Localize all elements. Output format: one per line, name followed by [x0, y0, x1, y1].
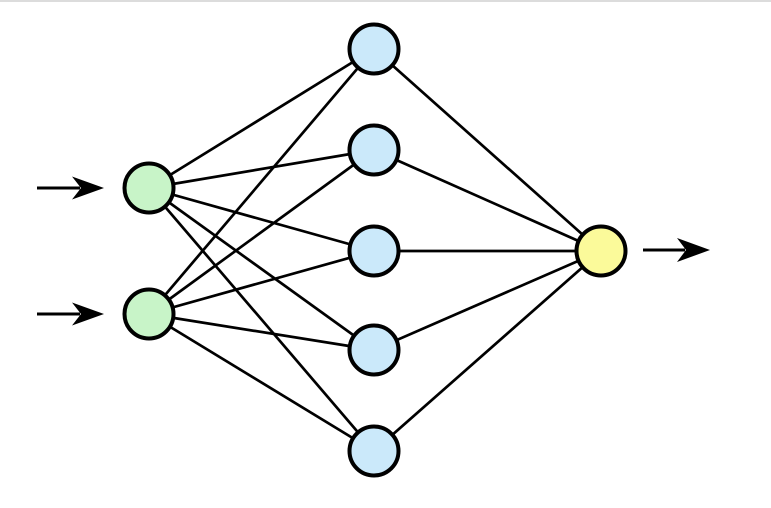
edge-hidden2-output1: [373, 148, 602, 253]
hidden-node-5: [347, 424, 401, 478]
edge-input2-hidden2: [148, 148, 375, 316]
hidden-node-1: [347, 22, 401, 76]
edge-hidden5-output1: [373, 249, 602, 453]
edge-input1-hidden2: [148, 148, 375, 190]
edge-input2-hidden1: [147, 48, 376, 315]
input-node-2: [122, 287, 176, 341]
hidden-node-3: [347, 224, 401, 278]
top-border-line: [0, 0, 771, 2]
edge-input1-hidden1: [148, 47, 375, 190]
edge-input2-hidden4: [148, 312, 375, 352]
hidden-node-4: [347, 323, 401, 377]
edge-input1-hidden3: [148, 186, 375, 253]
input-arrow-1-head: [72, 176, 104, 200]
edge-input1-hidden4: [148, 186, 375, 352]
edge-hidden1-output1: [373, 47, 602, 253]
hidden-node-2: [347, 123, 401, 177]
edge-input2-hidden5: [148, 312, 375, 453]
input-node-1: [122, 161, 176, 215]
input-arrow-2-head: [72, 302, 104, 326]
edge-hidden4-output1: [373, 249, 602, 352]
output-arrow-head: [677, 238, 710, 262]
edge-input1-hidden5: [147, 187, 376, 452]
edge-input2-hidden3: [148, 249, 375, 316]
output-node-1: [574, 224, 628, 278]
